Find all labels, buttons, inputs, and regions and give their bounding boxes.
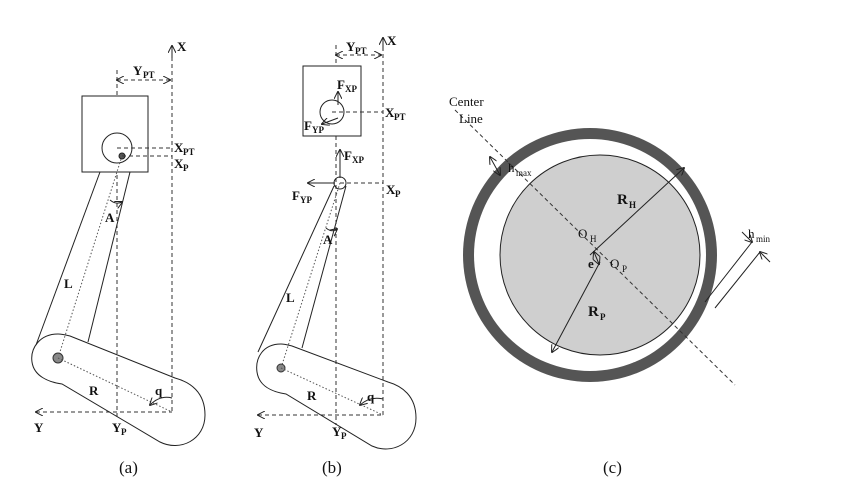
b-axis-y-label: Y xyxy=(254,425,264,440)
figure-b: X Y Y PT X PT F XP F YP F XP F YP X P Y … xyxy=(254,33,417,477)
b-rod-left-edge xyxy=(257,185,335,353)
a-xpt-sub: PT xyxy=(183,147,195,157)
b-xp-sub: P xyxy=(395,189,401,199)
a-rod-left-edge xyxy=(35,171,101,346)
a-yp-sub: P xyxy=(121,427,127,437)
b-caption: (b) xyxy=(322,458,342,477)
b-fxp-lower-label: F xyxy=(344,148,352,163)
b-fyp-lower-sub: YP xyxy=(300,195,312,205)
a-piston-box xyxy=(81,95,149,173)
c-rh-arrow xyxy=(589,168,684,256)
b-xp-label: X xyxy=(386,182,396,197)
b-crank-centerline xyxy=(280,367,384,416)
b-angle-q-label: q xyxy=(367,389,375,404)
c-op-sub: P xyxy=(622,264,627,274)
c-rh-sub: H xyxy=(629,200,636,210)
c-e-label: e xyxy=(588,256,594,271)
c-hmin-sub: min xyxy=(756,234,771,244)
a-rod-centerline xyxy=(57,155,123,359)
c-hmin-label: h xyxy=(748,226,755,241)
c-rp-arrow xyxy=(552,261,601,352)
b-length-l-label: L xyxy=(286,290,295,305)
c-hmax-sub: max xyxy=(516,168,532,178)
b-xpt-label: X xyxy=(385,105,395,120)
b-yp-sub: P xyxy=(341,431,347,441)
b-xpt-sub: PT xyxy=(394,112,406,122)
a-ypt-label: Y xyxy=(133,63,143,78)
c-e-arrow xyxy=(594,252,599,264)
b-fxp-upper-sub: XP xyxy=(345,84,357,94)
c-caption: (c) xyxy=(603,458,622,477)
c-hmin-arrow-out xyxy=(760,252,771,263)
b-pin-circle xyxy=(319,99,345,125)
a-angle-a-arc xyxy=(109,199,122,203)
b-ypt-label: Y xyxy=(346,39,356,54)
a-xp-sub: P xyxy=(183,163,189,173)
a-axis-x-label: X xyxy=(177,39,187,54)
a-ypt-sub: PT xyxy=(143,70,155,80)
b-fyp-upper-label: F xyxy=(304,118,312,133)
b-angle-a-arc xyxy=(325,227,337,231)
a-yp-label: Y xyxy=(112,420,122,435)
a-angle-a-label: A xyxy=(105,210,115,225)
c-rh-label: R xyxy=(617,192,628,208)
b-angle-q-arc xyxy=(360,398,384,405)
c-hmin-line-2 xyxy=(714,251,761,309)
a-axis-y-label: Y xyxy=(34,420,44,435)
c-hmax-arrow xyxy=(490,157,500,175)
b-fyp-upper-sub: YP xyxy=(312,125,324,135)
c-hmax-label: h xyxy=(508,160,515,175)
b-rod-centerline xyxy=(280,182,341,369)
a-xpt-label: X xyxy=(174,140,184,155)
c-oh-sub: H xyxy=(590,234,597,244)
b-yp-label: Y xyxy=(332,424,342,439)
b-rod-right-edge xyxy=(301,185,347,349)
b-axis-x-label: X xyxy=(387,33,397,48)
b-fyp-upper-arrow xyxy=(322,117,339,124)
a-xp-label: X xyxy=(174,156,184,171)
a-crank-outline xyxy=(31,333,206,447)
b-fxp-upper-label: F xyxy=(337,77,345,92)
a-angle-q-label: q xyxy=(155,383,163,398)
c-center-line-label-2: Line xyxy=(459,111,483,126)
b-angle-a-label: A xyxy=(323,232,333,247)
c-center-line-label-1: Center xyxy=(449,94,484,109)
b-fyp-lower-label: F xyxy=(292,188,300,203)
a-radius-r-label: R xyxy=(89,383,99,398)
figure-c: Center Line h max h min R H R P O H O P … xyxy=(449,94,771,477)
c-hmin-arrow-in xyxy=(741,231,752,242)
a-angle-q-arc xyxy=(150,396,173,405)
a-rod-right-edge xyxy=(87,171,131,343)
c-pin-disk xyxy=(499,154,701,356)
c-op-label: O xyxy=(610,256,619,271)
figure-a: X Y Y PT X PT X P Y P A L R q (a) xyxy=(31,39,206,477)
c-oh-label: O xyxy=(578,226,587,241)
c-hmin-line-1 xyxy=(704,241,753,303)
b-crank-outline xyxy=(256,343,417,450)
b-fxp-lower-sub: XP xyxy=(352,155,364,165)
b-ypt-sub: PT xyxy=(355,46,367,56)
c-rp-label: R xyxy=(588,304,599,320)
a-caption: (a) xyxy=(119,458,138,477)
c-center-line xyxy=(454,109,736,386)
a-length-l-label: L xyxy=(64,276,73,291)
c-rp-sub: P xyxy=(600,312,606,322)
b-radius-r-label: R xyxy=(307,388,317,403)
